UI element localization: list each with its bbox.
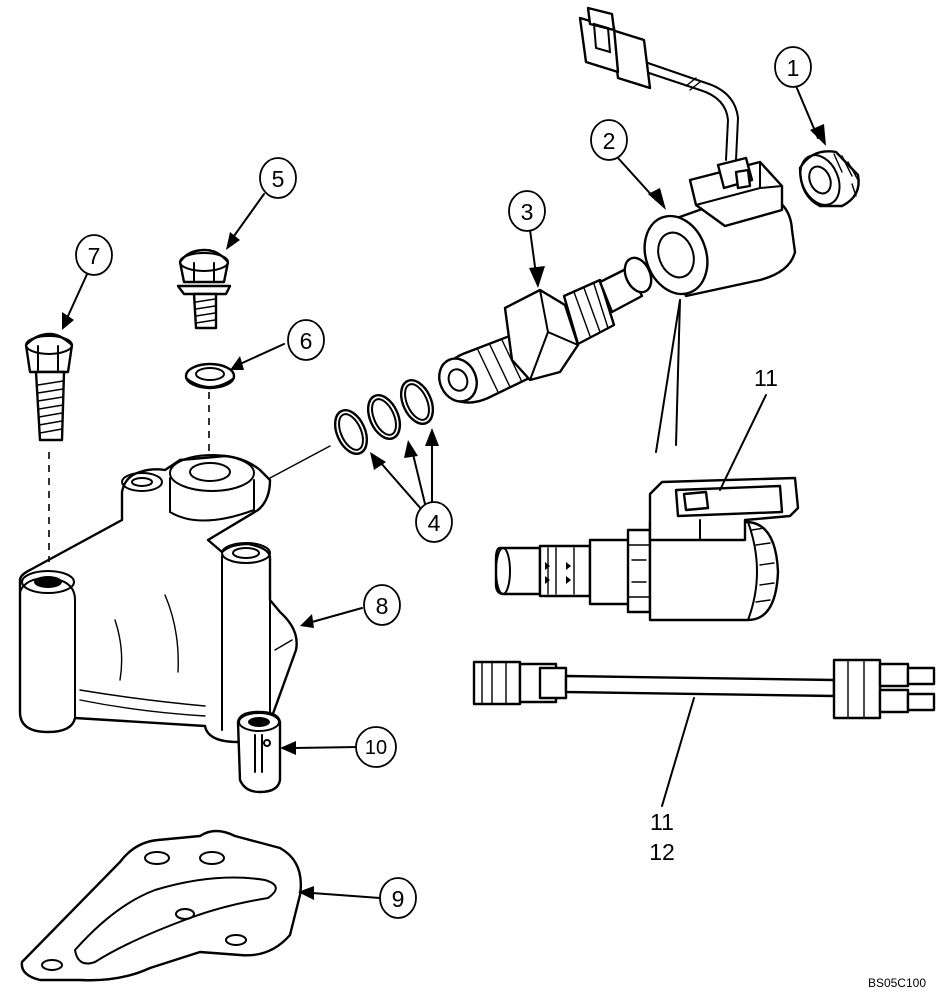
kit-label-11-top: 11 (754, 365, 778, 391)
callout-9-label: 9 (392, 886, 405, 912)
callout-1-label: 1 (787, 55, 800, 81)
callout-5: 5 (259, 157, 297, 199)
callout-3: 3 (508, 190, 546, 232)
callout-7-label: 7 (88, 243, 101, 269)
flange-bolt-part-5 (176, 248, 232, 330)
kit-label-12: 12 (649, 839, 675, 865)
callout-5-label: 5 (272, 166, 285, 192)
callout-8-label: 8 (376, 593, 389, 619)
sleeve-part-10 (236, 710, 282, 794)
drawing-reference-code: BS05C100 (868, 976, 926, 990)
callout-1: 1 (774, 46, 812, 88)
leader-lines (62, 85, 826, 900)
callout-10: 10 (355, 726, 397, 768)
o-rings-part-4 (333, 379, 435, 455)
kit-label-11-bottom: 11 (650, 809, 674, 835)
callout-7: 7 (75, 234, 113, 276)
valve-assembly-part-11 (494, 476, 800, 622)
coil-wire-lead (578, 6, 740, 161)
callout-4: 4 (415, 501, 453, 543)
nut-part-1 (798, 150, 860, 208)
callout-8: 8 (363, 584, 401, 626)
callout-3-label: 3 (521, 199, 534, 225)
bolt-part-7 (24, 332, 74, 562)
callout-9: 9 (379, 877, 417, 919)
housing-part-8 (18, 445, 331, 744)
coil-part-2 (643, 156, 797, 298)
callout-10-label: 10 (365, 737, 387, 759)
callout-6-label: 6 (300, 328, 313, 354)
callout-4-label: 4 (428, 510, 441, 536)
callout-6: 6 (287, 319, 325, 361)
callout-2: 2 (590, 119, 628, 161)
cartridge-part-3 (438, 256, 653, 404)
callout-2-label: 2 (603, 128, 616, 154)
wire-harness-part-12 (472, 658, 936, 720)
gasket-part-9 (20, 829, 302, 982)
washer-part-6 (184, 362, 236, 455)
